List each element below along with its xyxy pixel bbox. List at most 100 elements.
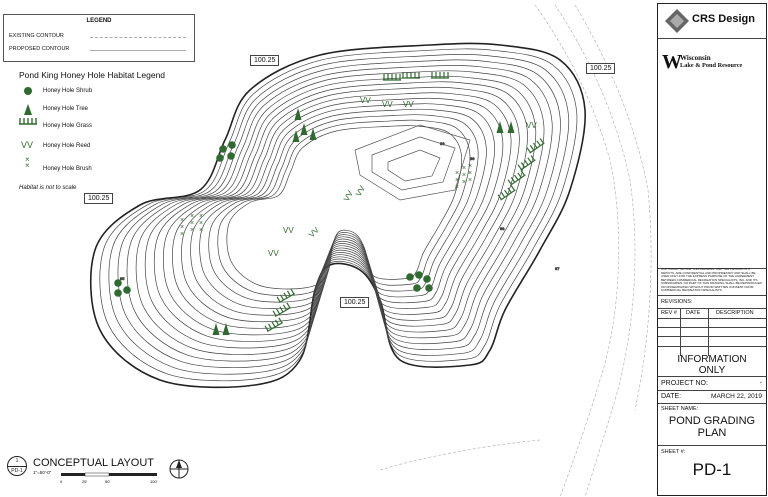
brush-symbol: × [462,172,466,179]
tree-symbol [292,130,300,142]
reed-symbol: VV [382,100,393,109]
brush-symbol: × [180,224,184,231]
shrub-symbol [219,145,227,153]
svg-text:×: × [25,161,30,170]
revision-row [658,327,766,337]
reed-symbol: VV [342,189,355,203]
contour-label: 96 [440,141,445,146]
shrub-symbol [123,286,131,294]
grass-symbol [431,72,449,79]
shrub-symbol [114,279,122,287]
shrub-symbol [227,152,235,160]
scale-mark: 50' [105,479,110,484]
contour-line [181,97,504,323]
contour-line [89,42,586,389]
contour-line [135,70,545,355]
brush-symbol: × [199,213,203,220]
shrub-symbol [216,154,224,162]
sheet-name-label: SHEET NAME: [661,406,699,412]
grass-symbol [383,74,401,81]
contour-line [172,92,512,329]
contour-line [99,48,578,382]
contour-label: 99 [470,156,475,161]
brush-symbol: × [190,220,194,227]
deep-zone-contours [354,124,471,201]
brush-symbol: × [455,177,459,184]
shrub-symbol [406,273,414,281]
project-no-cell: PROJECT NO: - [658,377,766,391]
brush-symbol: × [455,184,459,191]
title-block: CRS Design W Wisconsin Lake & Pond Resou… [657,3,767,496]
sheet-name-cell: SHEET NAME: POND GRADING PLAN [658,403,766,446]
detail-sheet: PD-1 [8,466,26,476]
scale-mark: 0 [60,479,63,484]
project-no-label: PROJECT NO: [661,380,708,387]
contour-line [126,65,553,362]
rev-date-header: DATE [686,310,701,316]
project-no-value: - [759,380,762,387]
shrub-symbol [413,284,421,292]
habitat-legend-icons: VV × × [19,87,37,170]
crs-logo-icon [665,9,689,33]
sheet-number-cell: SHEET #: PD-1 [658,445,766,495]
existing-contours [379,4,652,497]
rev-desc-header: DESCRIPTION [716,310,754,316]
shrub-symbol [425,284,433,292]
brush-symbol: × [468,163,472,170]
reed-symbol: VV [268,249,279,258]
grass-symbol [264,317,284,333]
brush-symbol: × [180,217,184,224]
layout-title: CONCEPTUAL LAYOUT [33,457,155,469]
elevation-tag: 100.25 [84,193,114,204]
layout-scale: 1"=50'-0" [33,470,52,475]
shrub-symbol [423,275,431,283]
elevation-tag: 100.25 [250,55,280,66]
detail-marker: 1 PD-1 [7,456,27,476]
tree-symbol [507,121,515,133]
grass-symbol [526,138,545,154]
contour-line [117,59,561,369]
brush-symbol: × [180,231,184,238]
brush-icon: × [25,155,30,164]
tree-symbol [222,323,230,335]
grass-symbol [276,288,296,304]
legend-proposed-line [90,50,186,51]
contour-line [217,119,471,296]
tree-symbol [300,123,308,135]
legend-title: LEGEND [86,18,112,24]
company-logo-icon: W [662,51,682,73]
sheet-name-value: POND GRADING PLAN [668,415,756,439]
brush-symbol: × [462,165,466,172]
shrub-symbol [415,271,423,279]
brush-symbol: × [462,179,466,186]
reed-icon: VV [21,140,33,150]
contour-label: 95 [120,276,125,281]
scale-mark: 25' [82,479,87,484]
contour-label: 97 [555,266,560,271]
date-label: DATE: [661,393,682,400]
brand-cell: CRS Design [658,4,766,39]
revision-row [658,318,766,328]
contour-line [144,75,537,349]
contour-line [153,81,528,342]
revision-row [658,336,766,347]
habitat-item-reed: Honey Hole Reed [43,143,91,149]
tree-symbol [496,121,504,133]
tree-icon [24,104,32,115]
grass-symbol [517,155,536,171]
habitat-item-grass: Honey Hole Grass [43,123,93,129]
contour-line [163,86,520,336]
revisions-header: REVISIONS: [658,296,766,309]
elevation-tag: 100.25 [586,63,616,74]
contour-line [108,54,570,375]
reed-symbol: VV [526,121,537,130]
brand-name: CRS Design [692,13,755,25]
reed-symbol: VV [307,225,321,239]
grass-symbol [402,72,420,79]
habitat-note: Habitat is not to scale [19,185,77,191]
copyright-notice: COPYRIGHT NOTICE: THIS DRAWING, AND THE … [658,268,766,296]
grass-icon [19,118,37,125]
contour-line [190,103,495,316]
